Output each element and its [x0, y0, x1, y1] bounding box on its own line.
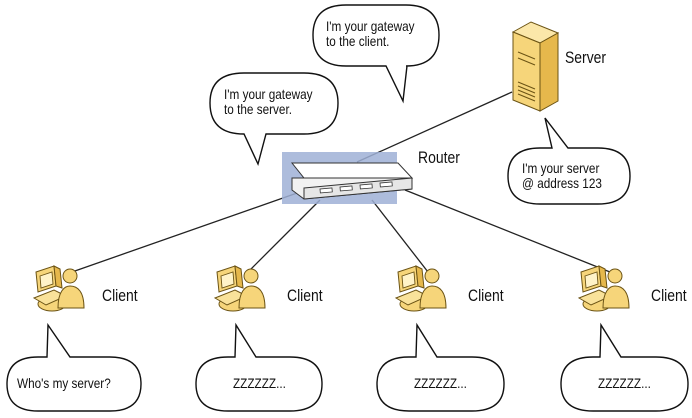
client-2-bubble-text: ZZZZZZ...	[233, 375, 286, 391]
speech-bubble-client-1	[6, 322, 142, 412]
link-router-server	[356, 91, 513, 163]
speech-bubble-server	[507, 117, 631, 205]
link-router-client-1	[71, 191, 301, 273]
workstation-user-icon	[395, 265, 447, 312]
bubble-text-line: I'm your gateway	[224, 86, 313, 102]
client-3-bubble-text: ZZZZZZ...	[414, 375, 467, 391]
speech-bubble-gateway-server	[209, 72, 339, 167]
client-label: Client	[287, 286, 323, 305]
workstation-user-icon	[33, 265, 85, 312]
bubble-text-line: to the server.	[224, 101, 292, 117]
bubble-text-line: I'm your gateway	[326, 18, 415, 34]
client-1-bubble-text: Who's my server?	[17, 375, 111, 391]
network-links	[71, 91, 611, 273]
link-router-client-4	[404, 189, 611, 273]
speech-bubble-gateway-client	[312, 4, 440, 104]
client-label: Client	[102, 286, 138, 305]
link-router-client-2	[247, 199, 321, 273]
client-label: Client	[651, 286, 687, 305]
bubble-text-line: to the client.	[326, 33, 390, 49]
server-tower-icon	[511, 21, 560, 112]
gateway-client-text: I'm your gateway to the client.	[326, 19, 415, 49]
client-label: Client	[468, 286, 504, 305]
speech-bubble-client-4	[560, 322, 689, 412]
speech-bubble-client-2	[195, 322, 323, 412]
link-router-client-3	[371, 199, 429, 273]
server-bubble-text: I'm your server @ address 123	[522, 161, 602, 191]
server-label: Server	[565, 48, 607, 67]
workstation-user-icon	[214, 265, 266, 312]
bubble-text-line: @ address 123	[522, 175, 602, 191]
client-4-bubble-text: ZZZZZZ...	[598, 375, 651, 391]
router-icon	[282, 152, 414, 204]
bubble-text-line: I'm your server	[522, 160, 600, 176]
gateway-server-text: I'm your gateway to the server.	[224, 87, 313, 117]
speech-bubble-client-3	[376, 322, 505, 412]
router-label: Router	[418, 148, 460, 167]
workstation-user-icon	[578, 265, 630, 312]
